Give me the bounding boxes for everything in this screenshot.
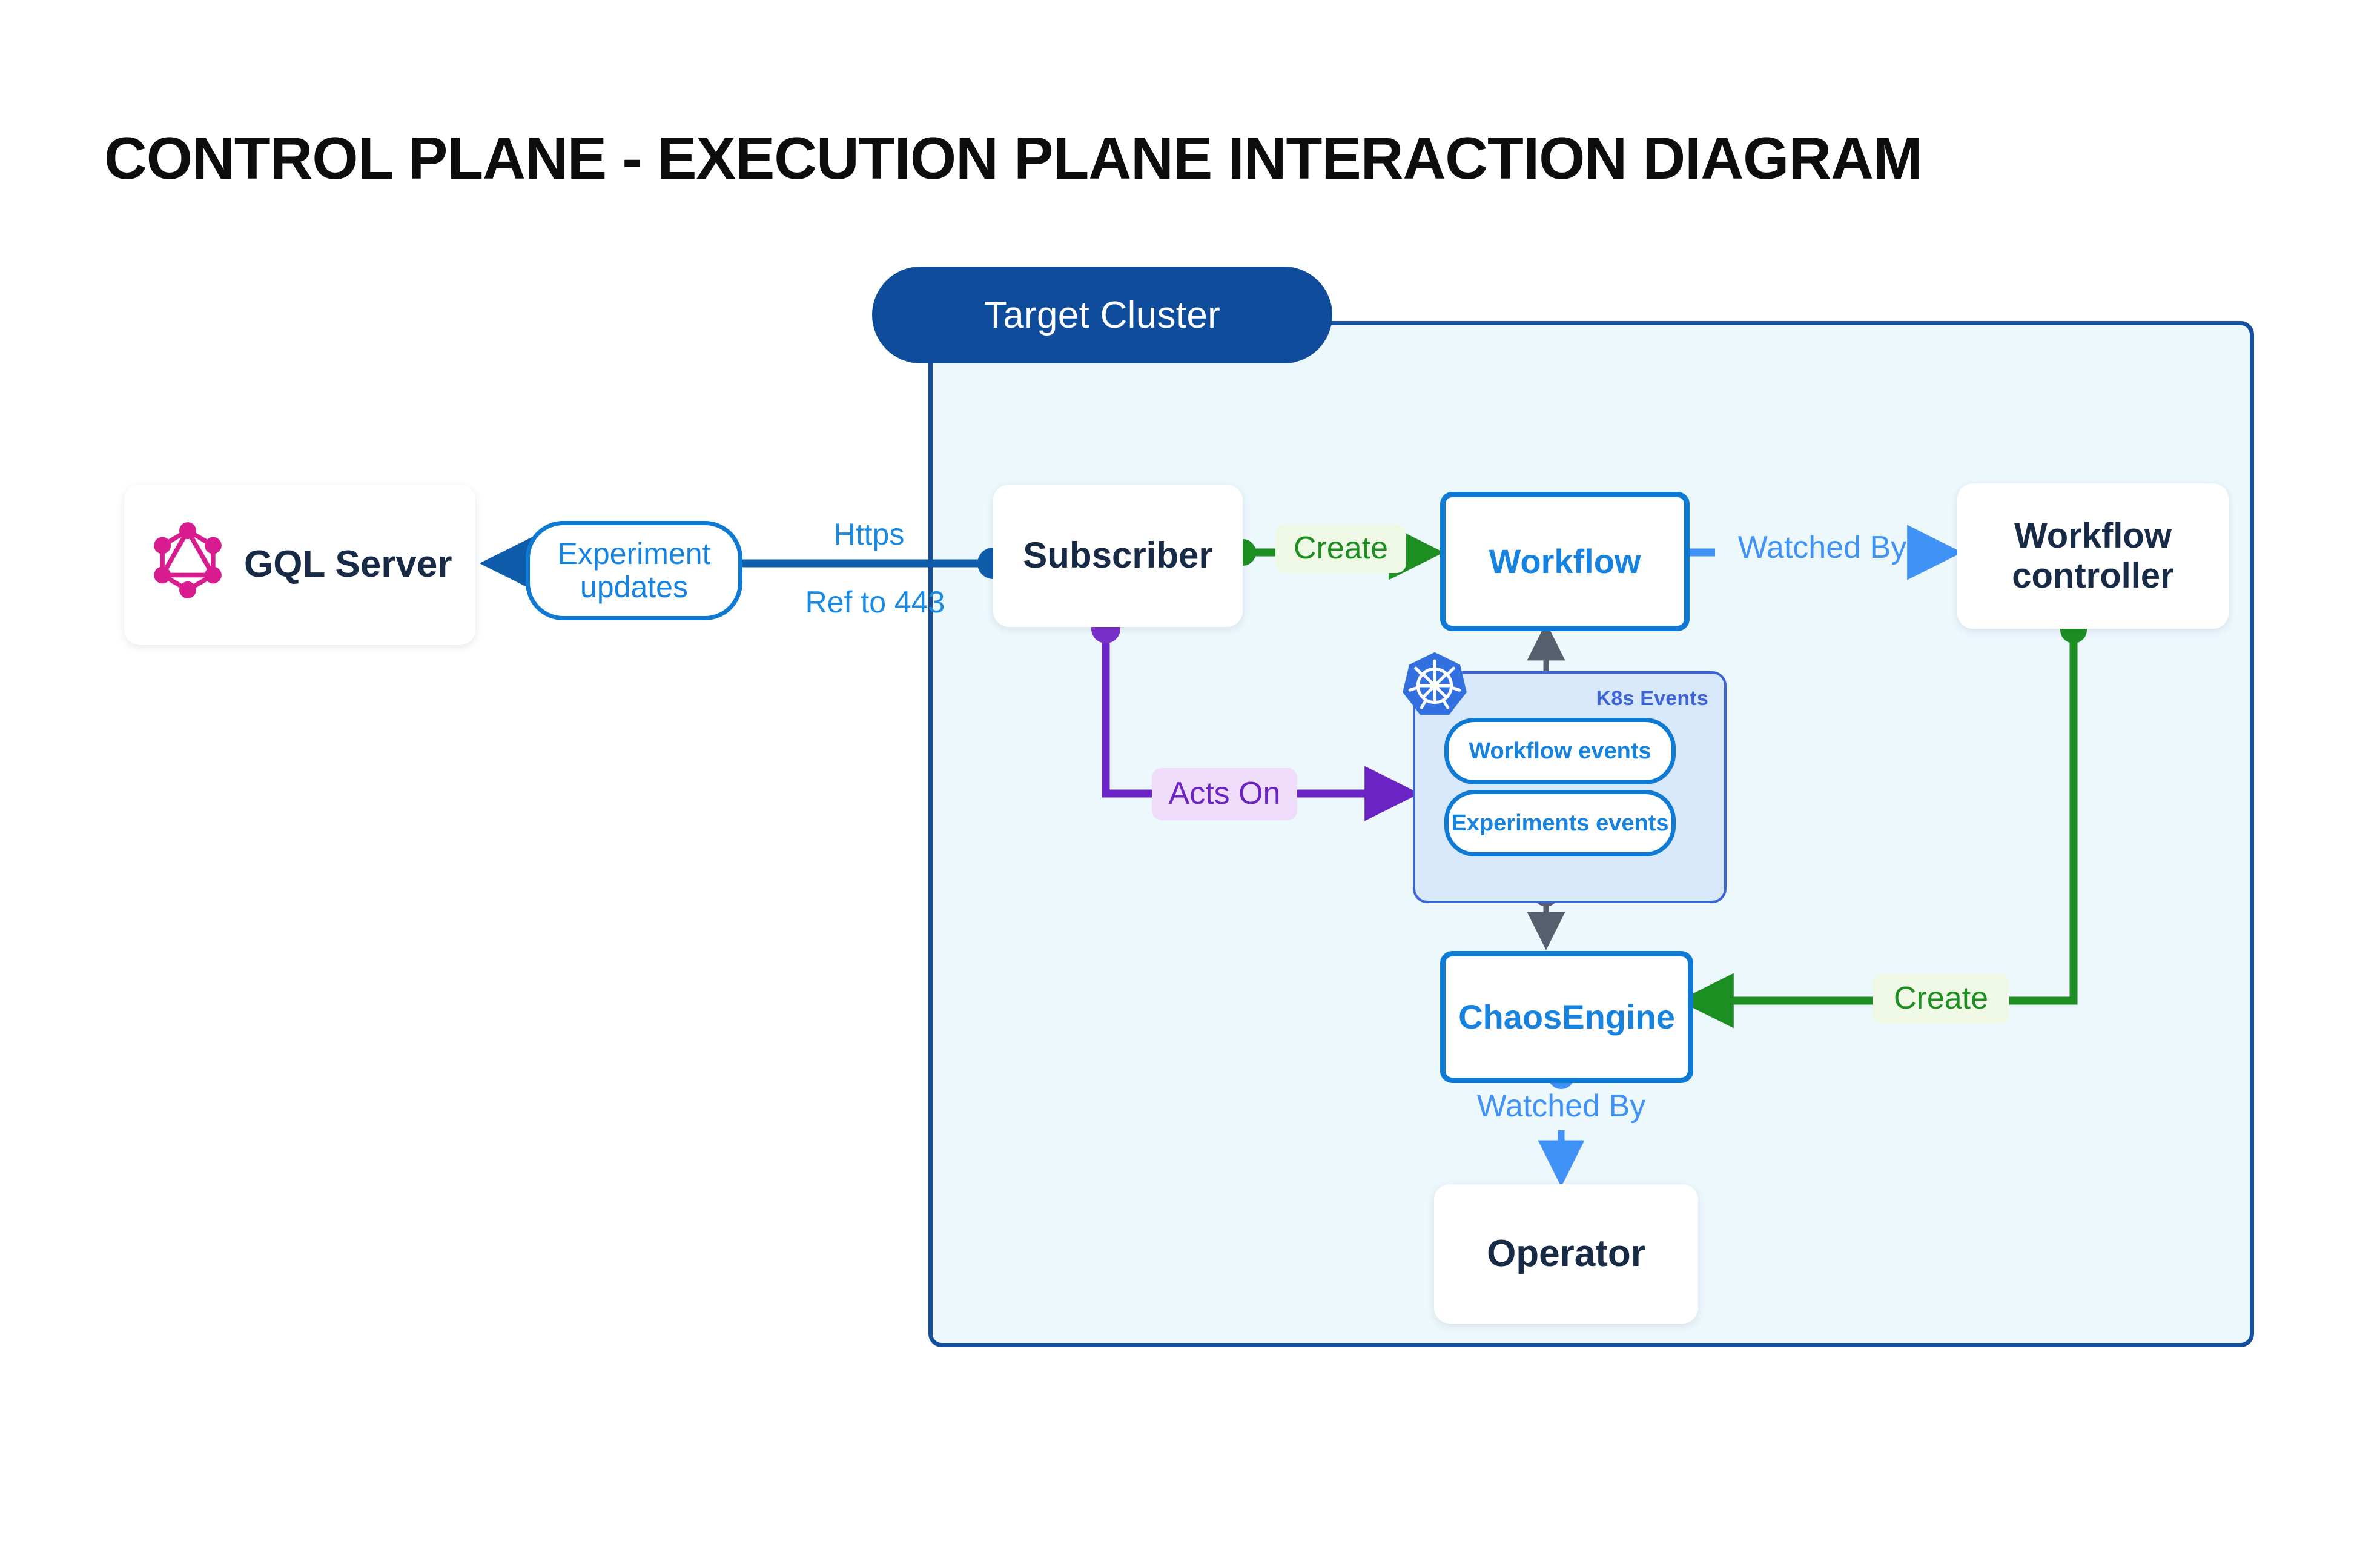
edge-label-experiment-updates-line2: updates <box>580 570 688 604</box>
graphql-logo-icon <box>152 522 223 609</box>
node-workflow[interactable]: Workflow <box>1440 492 1690 631</box>
edge-label-https: Https <box>833 517 905 551</box>
k8s-events-group: K8s Events Workflow events Experiments e… <box>1403 652 1727 903</box>
node-gql-server[interactable]: GQL Server <box>124 485 475 645</box>
edge-label-watched-by-operator: Watched By <box>1476 1088 1646 1124</box>
edge-label-experiment-updates-line1: Experiment <box>557 537 711 571</box>
edge-label-create-subscriber-workflow: Create <box>1275 525 1406 573</box>
edge-label-acts-on: Acts On <box>1152 768 1297 820</box>
k8s-events-group-label: K8s Events <box>1596 687 1708 710</box>
node-chaos-engine[interactable]: ChaosEngine <box>1440 951 1693 1083</box>
node-workflow-label: Workflow <box>1489 542 1641 581</box>
node-workflow-controller-label-line2: controller <box>2012 556 2174 595</box>
pill-workflow-events[interactable]: Workflow events <box>1444 718 1676 784</box>
pill-experiments-events-label: Experiments events <box>1451 810 1669 836</box>
node-workflow-controller-label-line1: Workflow <box>2014 515 2172 555</box>
node-gql-server-label: GQL Server <box>244 543 452 586</box>
node-subscriber[interactable]: Subscriber <box>993 485 1243 627</box>
cluster-title-pill[interactable]: Target Cluster <box>872 267 1332 363</box>
edge-label-watched-by-workflow: Watched By <box>1737 530 1907 566</box>
edge-label-ref-to-443: Ref to 443 <box>805 585 945 619</box>
pill-experiments-events[interactable]: Experiments events <box>1444 790 1676 856</box>
kubernetes-logo-icon <box>1398 649 1471 722</box>
cluster-title-label: Target Cluster <box>983 294 1221 336</box>
node-operator[interactable]: Operator <box>1434 1184 1698 1324</box>
edge-label-create-controller-chaosengine: Create <box>1873 974 2009 1024</box>
node-subscriber-label: Subscriber <box>1023 535 1213 576</box>
pill-workflow-events-label: Workflow events <box>1469 738 1651 764</box>
edge-label-experiment-updates: Experiment updates <box>526 521 742 620</box>
node-operator-label: Operator <box>1487 1232 1645 1274</box>
node-workflow-controller[interactable]: Workflow controller <box>1957 483 2229 629</box>
page-title: CONTROL PLANE - EXECUTION PLANE INTERACT… <box>104 125 1923 191</box>
node-chaos-engine-label: ChaosEngine <box>1458 998 1675 1036</box>
